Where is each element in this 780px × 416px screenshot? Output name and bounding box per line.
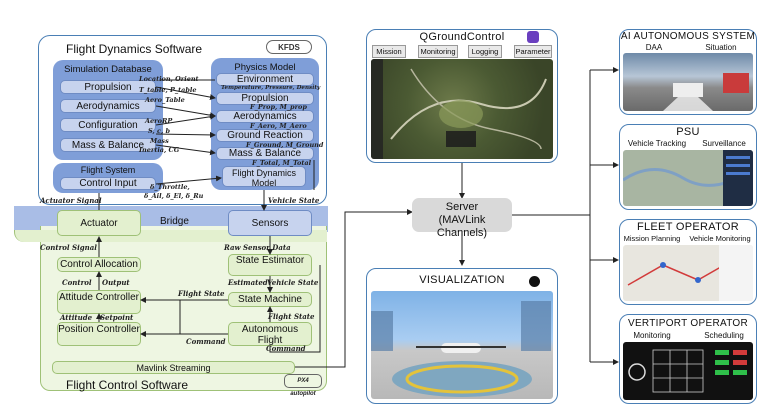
- vertiport-tab-scheduling[interactable]: Scheduling: [704, 331, 744, 340]
- psu-image: [623, 150, 753, 206]
- qgc-tab-logging[interactable]: Logging: [468, 45, 502, 58]
- server-subtitle: (MAVLink Channels): [436, 214, 488, 239]
- psu-title: PSU: [676, 126, 700, 138]
- label-raw-sensor: Raw Sensor Data: [224, 243, 291, 252]
- label-fprop: F_Prop, M_prop: [250, 103, 307, 111]
- label-fcs-vehicle-state: Vehicle State: [267, 278, 319, 287]
- ai-title: AI AUTONOMOUS SYSTEM: [620, 31, 756, 42]
- visualization-title: VISUALIZATION: [419, 274, 505, 286]
- attitude-controller: Attitude Controller: [57, 290, 141, 314]
- label-flight-state-1: Flight State: [178, 289, 225, 298]
- vertiport-tab-monitoring[interactable]: Monitoring: [633, 331, 671, 340]
- visualization-image: [371, 291, 553, 399]
- label-aero-table: Aero_Table: [145, 96, 185, 104]
- psu-tab-vehicle-tracking[interactable]: Vehicle Tracking: [627, 139, 687, 148]
- server-title: Server: [445, 201, 479, 213]
- qgc-tab-parameter[interactable]: Parameter: [514, 45, 552, 58]
- qgc-map-image: [371, 59, 553, 159]
- label-control-signal: Control Signal: [40, 243, 97, 252]
- db-mass-balance: Mass & Balance: [60, 138, 156, 152]
- px4-logo-text: PX4 autopilot: [290, 378, 316, 397]
- physics-title: Physics Model: [234, 62, 296, 73]
- fleet-image: [623, 245, 753, 301]
- flight-system-title: Flight System: [80, 165, 136, 175]
- qgc-title: QGroundControl: [419, 31, 505, 43]
- label-mass: Mass: [150, 137, 169, 145]
- server-box: Server (MAVLink Channels): [412, 198, 512, 239]
- ai-tab-situation[interactable]: Situation: [705, 43, 737, 52]
- qgc-logo-icon: [527, 31, 539, 43]
- vertiport-image: [623, 342, 753, 400]
- label-deltas: δ_Ail, δ_El, δ_Ru: [144, 192, 204, 200]
- qgc-tab-monitoring[interactable]: Monitoring: [418, 45, 458, 58]
- phys-propulsion: Propulsion: [216, 92, 314, 105]
- fleet-tab-mission-planning[interactable]: Mission Planning: [623, 234, 681, 243]
- label-control: Control: [62, 278, 92, 287]
- label-throttle: δ_Throttle,: [150, 183, 190, 191]
- label-scb: S, c, b: [148, 127, 171, 135]
- fds-title: Flight Dynamics Software: [66, 42, 203, 56]
- kfds-logo: KFDS: [266, 40, 312, 54]
- label-table: T_table, P_table: [139, 86, 197, 94]
- qgc-tab-mission[interactable]: Mission: [372, 45, 406, 58]
- ai-tab-daa[interactable]: DAA: [645, 43, 663, 52]
- label-output: Output: [102, 278, 130, 287]
- sensors-block: Sensors: [228, 210, 312, 236]
- px4-logo: PX4 autopilot: [284, 374, 322, 397]
- label-temperature: Temperature, Pressure, Density: [221, 85, 321, 91]
- label-estimated: Estimated: [228, 278, 268, 287]
- vertiport-title: VERTIPORT OPERATOR: [627, 318, 749, 329]
- phys-mass-balance: Mass & Balance: [216, 147, 314, 160]
- db-propulsion: Propulsion: [60, 80, 156, 94]
- label-inertia: Inertia, CG: [139, 146, 180, 154]
- label-command-1: Command: [186, 337, 226, 346]
- state-machine: State Machine: [228, 292, 312, 307]
- fleet-tab-vehicle-monitoring[interactable]: Vehicle Monitoring: [689, 234, 751, 243]
- ai-image: [623, 53, 753, 111]
- label-fground: F_Ground, M_Ground: [246, 141, 324, 149]
- position-controller: Position Controller: [57, 322, 141, 346]
- label-actuator-signal: Actuator Signal: [40, 196, 102, 205]
- phys-flight-dynamics-model: Flight Dynamics Model: [222, 166, 306, 188]
- phys-environment: Environment: [216, 73, 314, 86]
- autonomous-flight: Autonomous Flight: [228, 322, 312, 346]
- actuator-block: Actuator: [57, 210, 141, 236]
- state-estimator: State Estimator: [228, 254, 312, 276]
- label-command-2: Command: [266, 344, 306, 353]
- label-attitude: Attitude: [60, 313, 93, 322]
- db-configuration: Configuration: [60, 118, 156, 132]
- phys-aerodynamics: Aerodynamics: [216, 110, 314, 123]
- unreal-logo-icon: [529, 276, 540, 287]
- label-flight-state-2: Flight State: [268, 312, 315, 321]
- sim-db-title: Simulation Database: [64, 64, 152, 75]
- sensors-label: Sensors: [251, 218, 289, 229]
- fcs-title: Flight Control Software: [66, 378, 189, 392]
- label-aerorp: AeroRP: [145, 117, 173, 125]
- label-setpoint: Setpoint: [100, 313, 134, 322]
- label-ftotal: F_Total, M_Total: [252, 159, 312, 167]
- label-faero: F_Aero, M_Aero: [250, 122, 307, 130]
- bridge-label: Bridge: [160, 216, 189, 227]
- label-vehicle-state: Vehicle State: [268, 196, 320, 205]
- psu-tab-surveillance[interactable]: Surveillance: [702, 139, 746, 148]
- mavlink-streaming: Mavlink Streaming: [52, 361, 295, 374]
- label-location-orient: Location, Orient: [139, 75, 199, 83]
- control-allocation: Control Allocation: [57, 257, 141, 272]
- db-aerodynamics: Aerodynamics: [60, 99, 156, 113]
- kfds-logo-text: KFDS: [278, 43, 300, 52]
- actuator-label: Actuator: [80, 218, 118, 229]
- control-input: Control Input: [60, 177, 156, 190]
- phys-ground-reaction: Ground Reaction: [216, 129, 314, 142]
- fleet-title: FLEET OPERATOR: [636, 221, 739, 233]
